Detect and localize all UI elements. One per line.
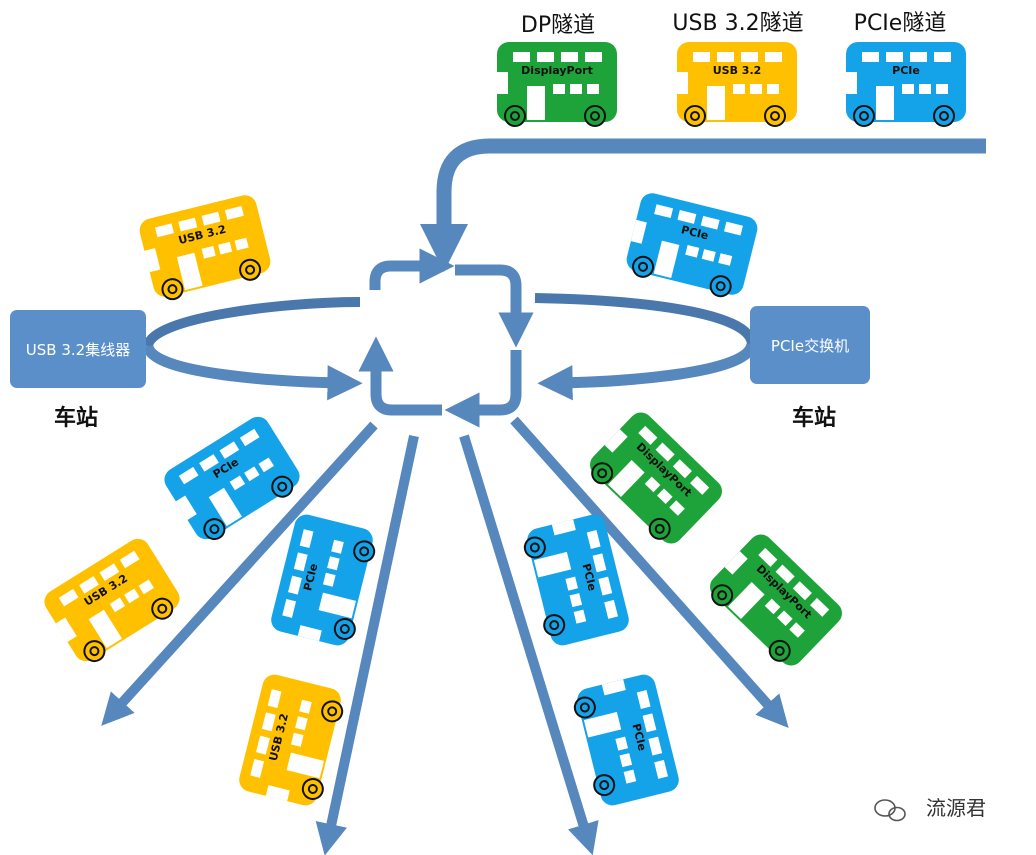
bus-6: PCIe: [523, 514, 629, 646]
right-station-label: 车站: [792, 405, 836, 431]
wechat-icon: [874, 799, 906, 822]
tunnel-heading-dp: DP隧道: [521, 13, 595, 38]
tunnel-bus-2: PCIe: [846, 42, 966, 127]
usb-hub-label: USB 3.2集线器: [26, 341, 130, 359]
bus-label: PCIe: [892, 64, 920, 77]
pcie-switch-label: PCIe交换机: [771, 337, 849, 355]
watermark-text: 流源君: [926, 796, 986, 820]
bus-0: USB 3.2: [139, 195, 271, 301]
tunnel-heading-pcie: PCIe隧道: [854, 11, 947, 36]
bus-3: USB 3.2: [44, 538, 180, 663]
bus-label: DisplayPort: [521, 64, 593, 77]
left-station-label: 车站: [54, 405, 98, 431]
bus-2: PCIe: [164, 416, 300, 541]
right-loop-bottom-arc: [537, 342, 758, 401]
pcie-switch-box: [750, 306, 870, 384]
tunnel-heading-usb: USB 3.2隧道: [672, 11, 803, 36]
bus-7: PCIe: [573, 674, 679, 806]
tunnel-bus-0: DisplayPort: [497, 42, 617, 127]
bus-1: PCIe: [626, 193, 758, 298]
left-loop-bottom-arc: [142, 344, 363, 401]
tunnel-bus-1: USB 3.2: [677, 42, 797, 127]
central-roundabout: [358, 248, 534, 428]
outgoing-arrows: [101, 416, 789, 855]
right-loop-top-arc: [534, 293, 757, 346]
bus-label: USB 3.2: [713, 64, 762, 77]
usb-hub-box: [10, 310, 146, 388]
bus-9: DisplayPort: [710, 534, 842, 666]
bus-8: DisplayPort: [590, 412, 722, 544]
bus-4: PCIe: [271, 514, 376, 646]
bus-5: USB 3.2: [239, 674, 344, 806]
left-loop-top-arc: [143, 297, 361, 348]
incoming-tunnel-arrow: [420, 138, 986, 272]
